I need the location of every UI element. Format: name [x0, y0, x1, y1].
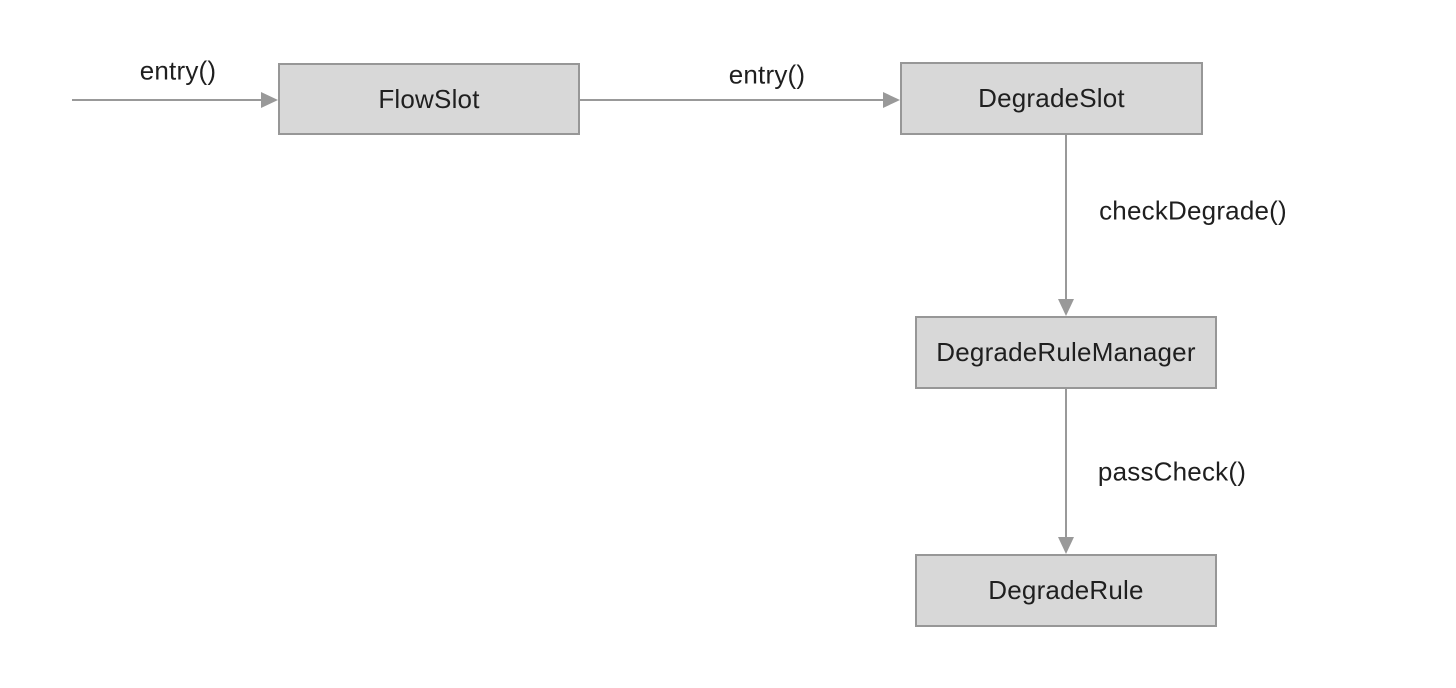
edge-line-flowslot-to-degradeslot — [580, 99, 883, 101]
edge-line-entry-to-flowslot — [72, 99, 261, 101]
edge-label-passcheck: passCheck() — [1097, 456, 1247, 487]
node-label: DegradeSlot — [978, 83, 1125, 113]
node-degraderule: DegradeRule — [915, 554, 1217, 627]
edge-line-rulemanager-to-degraderule — [1065, 389, 1067, 537]
node-degraderulemanager: DegradeRuleManager — [915, 316, 1217, 389]
arrowhead-down-icon — [1058, 299, 1074, 316]
node-label: DegradeRuleManager — [936, 337, 1196, 367]
arrowhead-right-icon — [261, 92, 278, 108]
edge-label-entry-1: entry() — [139, 55, 217, 86]
edge-label-checkdegrade: checkDegrade() — [1099, 195, 1287, 226]
arrowhead-right-icon — [883, 92, 900, 108]
node-label: DegradeRule — [988, 575, 1144, 605]
arrowhead-down-icon — [1058, 537, 1074, 554]
node-degradeslot: DegradeSlot — [900, 62, 1203, 135]
node-label: FlowSlot — [378, 83, 480, 114]
edge-label-entry-2: entry() — [728, 59, 806, 90]
node-flowslot: FlowSlot — [278, 63, 580, 135]
edge-line-degradeslot-to-rulemanager — [1065, 135, 1067, 299]
